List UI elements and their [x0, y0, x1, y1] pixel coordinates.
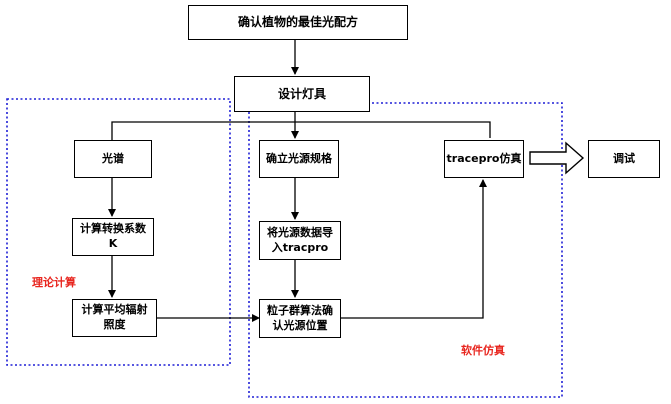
arrow-pso-to-tracepro	[330, 179, 487, 319]
average-irradiance-node: 计算平均辐射 照度	[72, 299, 157, 337]
theory-region-border	[6, 98, 231, 366]
branch-bus	[111, 121, 491, 140]
debug-node: 调试	[588, 140, 660, 178]
import-tracepro-node: 将光源数据导 入tracpro	[259, 221, 341, 260]
tracepro-simulation-node: tracepro仿真	[444, 140, 524, 178]
hollow-arrow-to-debug	[529, 141, 585, 175]
goal-node: 确认植物的最佳光配方	[188, 5, 408, 40]
spectrum-node: 光谱	[74, 140, 152, 178]
design-node: 设计灯具	[234, 76, 370, 112]
theory-region-label: 理论计算	[32, 276, 76, 289]
software-region-border	[248, 102, 563, 398]
light-source-spec-node: 确立光源规格	[259, 140, 339, 178]
conversion-coefficient-node: 计算转换系数 K	[72, 218, 154, 256]
software-region-label: 软件仿真	[461, 344, 505, 357]
pso-position-node: 粒子群算法确 认光源位置	[259, 299, 341, 338]
